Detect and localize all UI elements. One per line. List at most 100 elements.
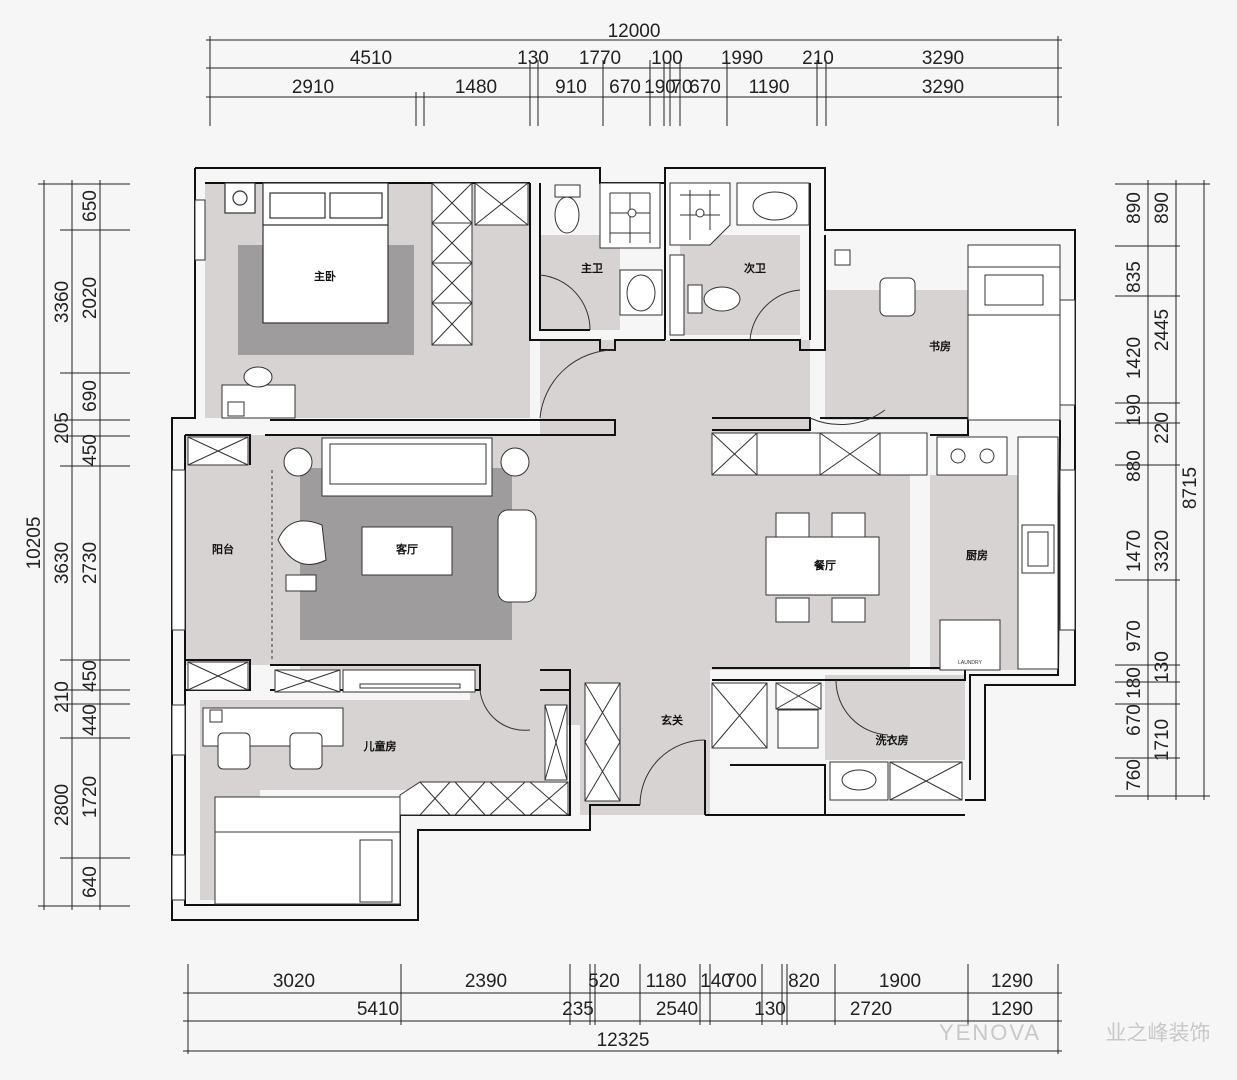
dim-top2-2: 1480 <box>455 77 497 98</box>
watermark-en: YENOVA <box>939 1020 1041 1045</box>
dim-right-i3: 1420 <box>1124 337 1145 379</box>
dim-top-7: 3290 <box>922 48 964 69</box>
label-kids-room: 儿童房 <box>363 739 397 753</box>
kitchen-fixtures <box>936 436 1059 671</box>
dim-right-i2: 835 <box>1124 261 1145 293</box>
dim-bot-7: 820 <box>788 971 820 992</box>
dim-left-i3: 690 <box>80 380 101 412</box>
watermark-cn: 业之峰装饰 <box>1106 1021 1211 1045</box>
dim-right-5: 130 <box>1152 651 1173 683</box>
dim-left-i6: 450 <box>80 660 101 692</box>
dim-bot-1: 3020 <box>273 971 315 992</box>
dim-bot2-4: 130 <box>754 999 786 1020</box>
master-bed <box>224 182 389 324</box>
kids-wardrobe <box>399 704 569 816</box>
label-laundry: 洗衣房 <box>876 733 909 747</box>
dim-right-1: 890 <box>1152 192 1173 224</box>
dim-right-i1: 890 <box>1124 192 1145 224</box>
label-master-bath: 主卫 <box>581 261 603 275</box>
dim-bot2-2: 235 <box>562 999 594 1020</box>
dim-right-i9: 670 <box>1124 704 1145 736</box>
dim-right-i6: 1470 <box>1124 530 1145 572</box>
dim-bot-8: 1900 <box>879 971 921 992</box>
dim-right-i8: 180 <box>1124 667 1145 699</box>
dim-bot2-1: 5410 <box>357 999 399 1020</box>
dim-bot2-3: 2540 <box>656 999 698 1020</box>
label-entrance: 玄关 <box>661 713 683 727</box>
label-master-bedroom: 主卧 <box>314 269 336 283</box>
label-study: 书房 <box>929 339 951 353</box>
dim-left-i5: 2730 <box>80 542 101 584</box>
dim-left-total: 10205 <box>24 517 45 570</box>
dim-top2-3: 910 <box>555 77 587 98</box>
dim-top-3: 1770 <box>579 48 621 69</box>
dim-top2-1: 2910 <box>292 77 334 98</box>
dim-right-i7: 970 <box>1124 620 1145 652</box>
dim-bot-9: 1290 <box>991 971 1033 992</box>
dim-top-5: 1990 <box>721 48 763 69</box>
dim-top-2: 130 <box>517 48 549 69</box>
dim-left-5: 2800 <box>52 784 73 826</box>
dim-left-i9: 640 <box>80 866 101 898</box>
dim-left-2: 205 <box>52 412 73 444</box>
dining-cabinets <box>711 432 928 476</box>
dim-right-i10: 760 <box>1124 759 1145 791</box>
master-desk <box>221 366 296 419</box>
dim-left-1: 3360 <box>52 281 73 323</box>
dim-left-3: 3630 <box>52 542 73 584</box>
dining-set <box>765 512 880 623</box>
dimension-labels: 12000 4510 130 1770 100 1990 210 3290 29… <box>24 21 1201 1051</box>
dim-bot-5: 140 <box>700 971 732 992</box>
label-kitchen: 厨房 <box>966 548 988 562</box>
coffee-table <box>361 526 453 576</box>
sofa <box>277 437 537 603</box>
dim-top2-9: 3290 <box>922 77 964 98</box>
second-bath-fixtures <box>669 182 810 336</box>
dim-left-i1: 650 <box>80 190 101 222</box>
label-laundry-appliance: LAUNDRY <box>958 660 982 666</box>
door-swings <box>479 274 889 806</box>
dim-bot-4: 1180 <box>646 971 687 992</box>
dim-right-6: 1710 <box>1152 719 1173 761</box>
label-living-room: 客厅 <box>395 542 418 556</box>
dim-top2-4: 670 <box>609 77 641 98</box>
dim-right-i5: 880 <box>1124 450 1145 482</box>
dim-top-6: 210 <box>802 48 834 69</box>
label-second-bath: 次卫 <box>744 261 766 275</box>
master-wardrobe <box>431 182 529 346</box>
dim-right-2: 2445 <box>1152 309 1173 351</box>
dim-top2-7: 670 <box>689 77 721 98</box>
dim-top-1: 4510 <box>350 48 392 69</box>
room-labels: 主卧 主卫 次卫 书房 阳台 客厅 餐厅 厨房 玄关 洗衣房 儿童房 LAUND… <box>212 261 988 753</box>
dim-bot2-5: 2720 <box>850 999 892 1020</box>
dim-top-4: 100 <box>651 48 683 69</box>
kids-room-furniture <box>202 669 476 905</box>
dim-left-i4: 450 <box>80 434 101 466</box>
master-bath-fixtures <box>554 182 663 316</box>
laundry-fixtures <box>829 761 963 801</box>
dim-left-i2: 2020 <box>80 277 101 319</box>
dim-left-i7: 440 <box>80 704 101 736</box>
dim-right-4: 3320 <box>1152 530 1173 572</box>
label-dining-room: 餐厅 <box>813 558 836 572</box>
label-balcony: 阳台 <box>212 542 234 556</box>
dim-bot-3: 520 <box>588 971 620 992</box>
dim-bot2-6: 1290 <box>991 999 1033 1020</box>
balcony-cabinets <box>187 436 273 691</box>
dim-bot-6: 700 <box>725 971 757 992</box>
dim-top2-5: 190 <box>644 77 676 98</box>
dim-left-i8: 1720 <box>80 776 101 818</box>
dim-left-4: 210 <box>52 681 73 713</box>
dim-top2-6: 70 <box>671 77 692 98</box>
dim-right-i4: 190 <box>1124 394 1145 426</box>
entrance-cabinets <box>584 682 822 802</box>
dim-right-3: 220 <box>1152 412 1173 444</box>
dim-top2-8: 1190 <box>749 77 790 98</box>
study-furniture <box>834 244 1061 421</box>
dim-bot-total: 12325 <box>597 1030 650 1051</box>
dim-bot-2: 2390 <box>465 971 507 992</box>
dim-right-total: 8715 <box>1180 467 1201 509</box>
watermark: YENOVA 业之峰装饰 <box>939 1020 1211 1045</box>
dim-top-total: 12000 <box>608 21 661 42</box>
